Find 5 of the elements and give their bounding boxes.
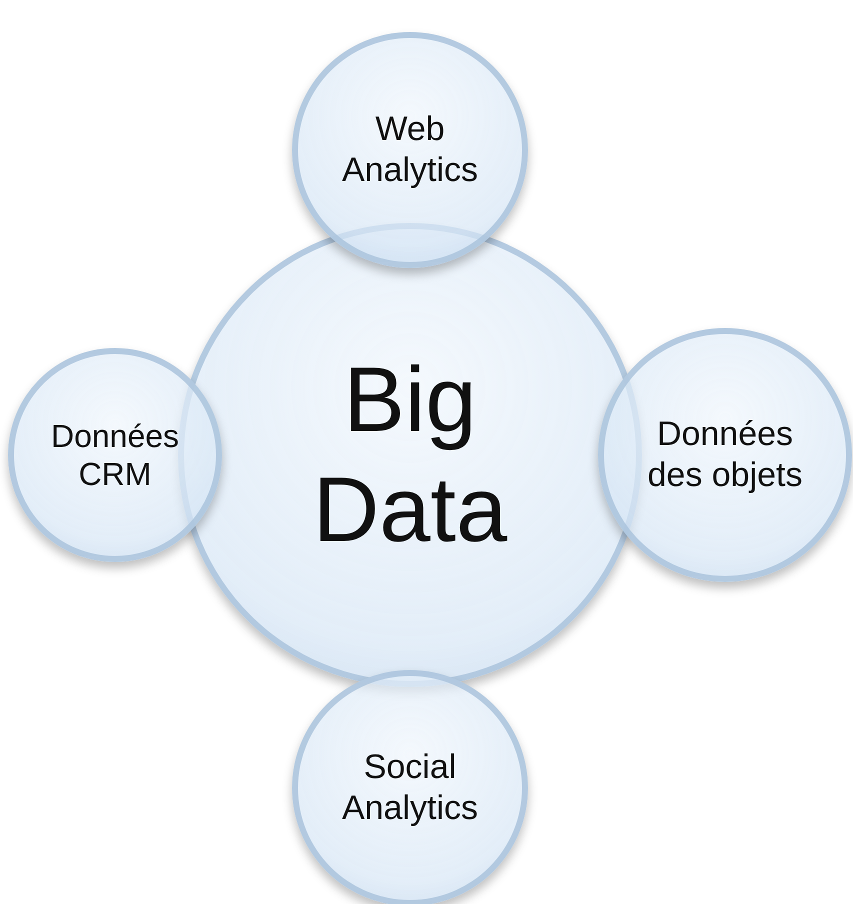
bubble-label: Social Analytics (340, 747, 480, 829)
bubble-label: Données CRM (50, 416, 180, 494)
bubble-label: Web Analytics (340, 109, 480, 191)
bubble-label: Données des objets (646, 414, 804, 496)
bubble-label: Big Data (312, 348, 508, 563)
